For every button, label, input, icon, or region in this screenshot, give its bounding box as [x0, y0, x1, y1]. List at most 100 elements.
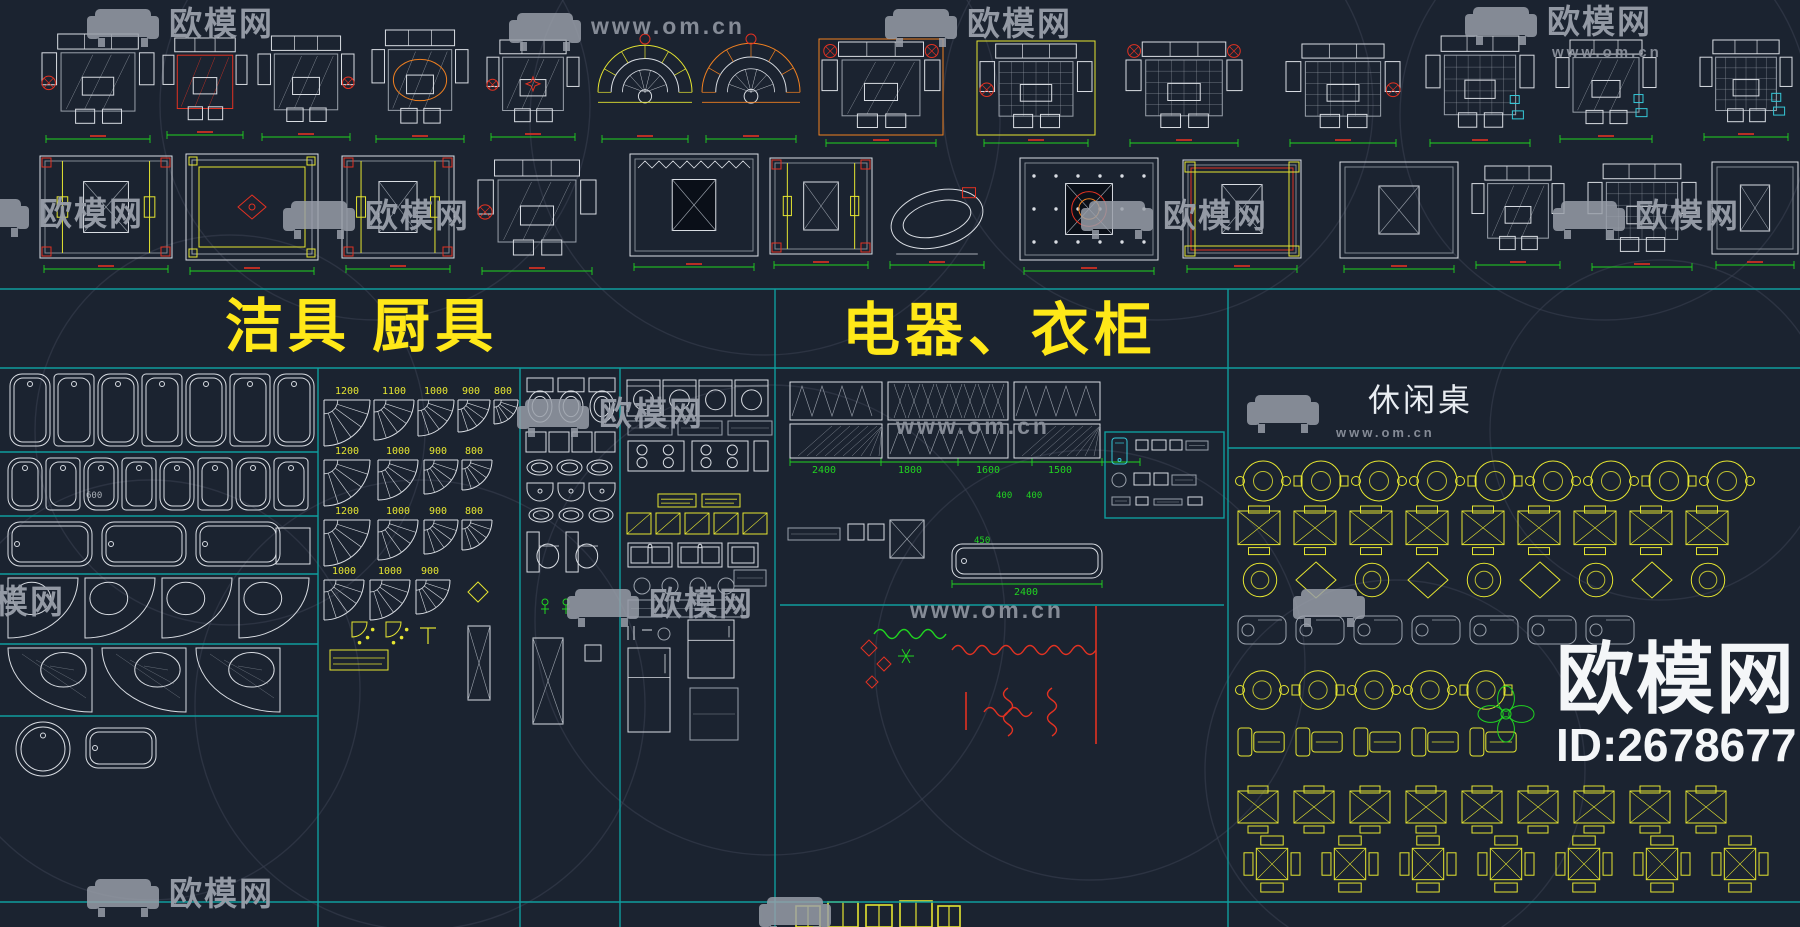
leisure-table-blocks: [1235, 460, 1769, 893]
tv-wall-block: [769, 157, 873, 255]
shower-tray-item: [461, 459, 493, 491]
sq-item: [1135, 439, 1149, 451]
lounge-item: [1237, 615, 1287, 645]
sq-item: [1151, 439, 1167, 451]
shower-tray-item: [493, 399, 519, 425]
sq-item: [548, 431, 570, 453]
tubc2-item: [101, 647, 187, 713]
tsquare-item: [1461, 505, 1505, 556]
mix-item: [1354, 562, 1390, 598]
recliner-item: [1237, 727, 1285, 757]
shower-tray-item: [461, 519, 493, 551]
recliner-item: [1469, 727, 1517, 757]
grayrect-item: [677, 420, 723, 436]
tsquare-item: [1629, 505, 1673, 556]
tsquare-item: [1517, 785, 1559, 834]
tsquare-item: [1405, 785, 1447, 834]
sink1-item: [727, 542, 759, 568]
tubv-item: [9, 373, 51, 447]
mix-item: [1242, 562, 1278, 598]
tsquare-item: [1685, 505, 1729, 556]
grayrect-item: [689, 687, 739, 741]
tsquare-item: [1405, 505, 1449, 556]
diam-item: [876, 656, 892, 672]
fridge-item: [687, 619, 735, 679]
oval-item: [528, 507, 554, 523]
sofa-set-block: [162, 37, 248, 121]
ysq-item: [713, 512, 739, 535]
shower-tray-item: [415, 579, 451, 615]
sq-item: [275, 527, 311, 565]
tsquare-item: [1349, 505, 1393, 556]
sqx-item: [889, 519, 925, 559]
halfsink-item: [588, 482, 616, 502]
mix-item: [1631, 561, 1673, 599]
ysq-item: [742, 512, 768, 535]
figure-item: [562, 598, 570, 614]
tubv-item: [235, 457, 271, 511]
tubh-item: [195, 521, 281, 567]
strip-item: [887, 423, 1009, 459]
curved-sofa-block: [597, 33, 693, 104]
ysq-item: [626, 512, 652, 535]
sq-item: [571, 431, 593, 453]
gcirc-item: [633, 577, 651, 595]
tubc2-item: [195, 647, 281, 713]
oval-item: [558, 507, 584, 523]
tsquare-item: [1237, 785, 1279, 834]
tround-item: [1235, 460, 1291, 502]
oval-item: [588, 507, 614, 523]
tubc2-item: [7, 647, 93, 713]
halfsink-item: [557, 482, 585, 502]
sofa-set-block: [1587, 163, 1697, 252]
grayrect-item: [1153, 498, 1183, 506]
aster-item: [898, 648, 914, 664]
sq-item: [867, 523, 885, 541]
gcirc1-item: [1111, 472, 1127, 488]
diam-item: [860, 639, 878, 657]
zigH-item: [983, 706, 1033, 718]
mix-item: [1466, 562, 1502, 598]
tround-item: [1235, 670, 1289, 710]
shower-tray-item: [369, 579, 411, 621]
ysq-item: [684, 512, 710, 535]
tubh-item: [7, 521, 93, 567]
sofa-set-block: [1555, 39, 1657, 125]
tv-wall-block: [1339, 161, 1459, 259]
toiletside-item: [565, 531, 599, 573]
tround-item: [1403, 670, 1457, 710]
sofa-set-block: [1425, 35, 1535, 128]
sofa-set-block: [1285, 43, 1401, 129]
tround-item: [1467, 460, 1523, 502]
dimension-lines: [43, 131, 1795, 275]
lounge-item: [1585, 615, 1635, 645]
tubv-item: [53, 373, 95, 447]
tv-wall-block: [1019, 157, 1159, 261]
sofa-set-block: [818, 38, 944, 136]
sq-item: [847, 523, 865, 541]
sprink-item: [385, 621, 409, 645]
sq-item: [1169, 439, 1183, 451]
tsquare-item: [1573, 505, 1617, 556]
sq-item: [1133, 472, 1151, 486]
sink2-item: [627, 542, 673, 568]
diam-item: [865, 675, 879, 689]
bathplan-item: [951, 543, 1103, 579]
gcirc-item: [717, 577, 735, 595]
tubv-item: [273, 373, 315, 447]
frag-item: [795, 900, 961, 927]
sofa-set-block: [371, 29, 469, 124]
tgroup-item: [1399, 835, 1457, 893]
sofa-set-block: [976, 40, 1096, 136]
mirror-item: [532, 637, 564, 725]
tv-wall-block: [629, 153, 759, 257]
mix-item: [1690, 562, 1726, 598]
gcirc-item: [661, 577, 679, 595]
tubv-item: [197, 457, 233, 511]
tshape-item: [420, 627, 436, 644]
washer-item: [698, 379, 733, 417]
grayrect-item: [1185, 440, 1209, 451]
grayrect-item: [787, 527, 841, 541]
shower-tray-item: [323, 519, 371, 567]
